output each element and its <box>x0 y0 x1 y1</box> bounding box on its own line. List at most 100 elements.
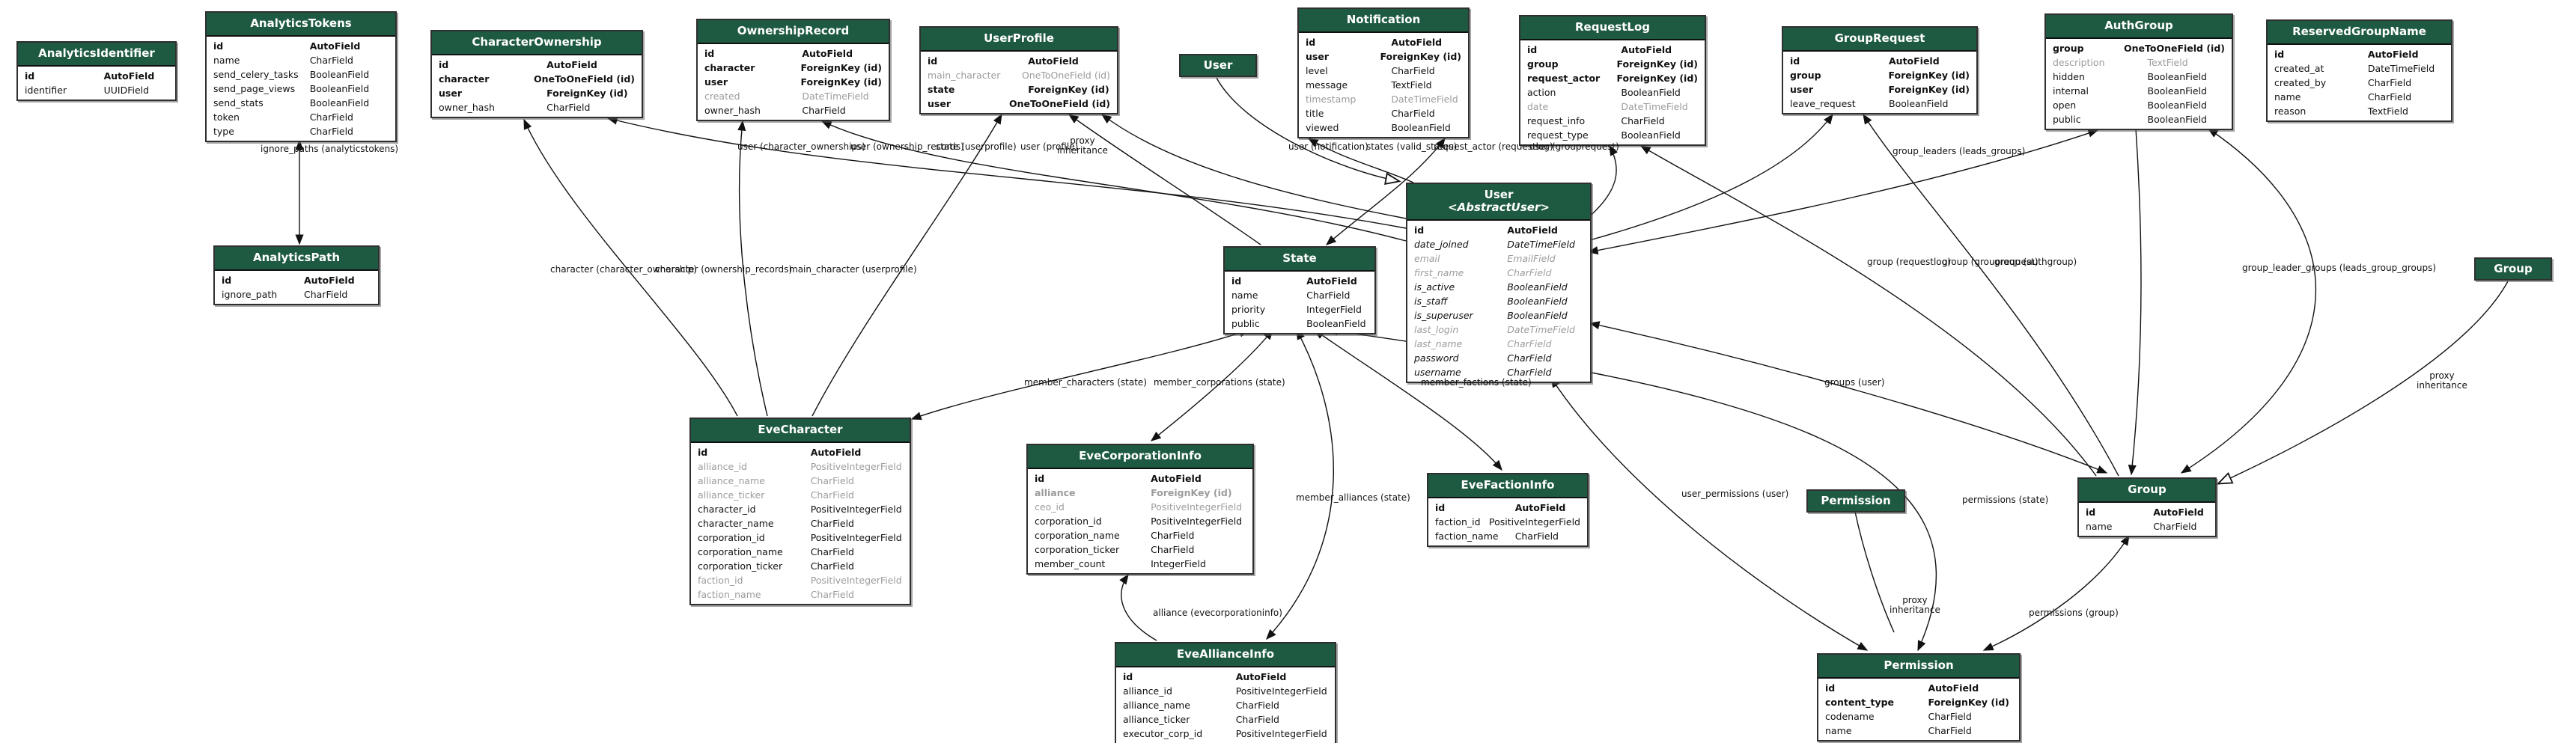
field-name: group <box>2053 43 2084 54</box>
field-name: user <box>439 88 462 99</box>
field-type: AutoField <box>2153 507 2204 518</box>
field-name: request_type <box>1527 129 1589 141</box>
edge-group-leader-groups <box>2180 128 2317 474</box>
field-name: character_id <box>698 504 756 515</box>
field-name: id <box>1527 44 1538 55</box>
field-name: faction_id <box>1435 516 1481 528</box>
field-name: date_joined <box>1414 239 1469 250</box>
field-name: id <box>222 275 232 286</box>
field-type: ForeignKey (id) <box>1028 84 1109 95</box>
field-type: CharField <box>309 111 353 123</box>
edge-label-proxy-inheritance-group: proxy inheritance <box>2417 370 2467 391</box>
edge-group-leaders-leads-groups <box>1587 129 2099 255</box>
field-type: TextField <box>2147 57 2188 68</box>
field-type: ForeignKey (id) <box>800 62 883 73</box>
field-type: PositiveIntegerField <box>810 575 902 586</box>
edge-label-user-character-ownerships: user (character_ownerships) <box>737 141 865 152</box>
field-name: character <box>439 73 490 85</box>
field-name: timestamp <box>1306 94 1356 105</box>
table-title: AnalyticsIdentifier <box>18 43 175 67</box>
field-type: CharField <box>1151 530 1195 541</box>
table-title: Permission <box>1808 491 1904 511</box>
field-name: token <box>213 111 240 123</box>
field-type: ForeignKey (id) <box>1616 58 1699 70</box>
field-name: id <box>213 40 224 52</box>
field-name: user <box>1306 51 1329 62</box>
edge-character-ownership-records <box>737 120 768 417</box>
field-name: request_actor <box>1527 73 1601 84</box>
table-title: User <box>1181 55 1255 76</box>
field-type: BooleanField <box>1889 98 1949 109</box>
field-name: open <box>2053 100 2077 111</box>
edge-label-member-corporations: member_corporations (state) <box>1154 377 1285 388</box>
edge-character-character-ownership <box>523 118 738 417</box>
field-type: AutoField <box>802 48 853 59</box>
field-name: alliance_name <box>1123 700 1190 711</box>
field-type: CharField <box>802 105 846 116</box>
field-type: ForeignKey (id) <box>1380 51 1462 62</box>
field-name: alliance <box>1035 487 1076 498</box>
edge-label-proxy-inheritance-permission: proxy inheritance <box>1890 595 1940 615</box>
field-name: alliance_id <box>1123 685 1172 697</box>
field-type: AutoField <box>546 59 597 70</box>
field-name: password <box>1414 352 1459 364</box>
field-type: CharField <box>1621 115 1665 126</box>
field-type: BooleanField <box>1507 281 1568 293</box>
field-name: public <box>1231 318 1260 329</box>
edge-label-group-leaders: group_leaders (leads_groups) <box>1893 146 2026 156</box>
field-name: name <box>2274 91 2301 103</box>
field-type: CharField <box>810 560 854 572</box>
field-name: corporation_ticker <box>1035 544 1120 555</box>
field-row: group ForeignKey (id) <box>1520 57 1705 71</box>
field-type: CharField <box>1507 338 1552 349</box>
field-type: AutoField <box>1028 55 1079 67</box>
edge-user-character-ownerships <box>606 116 1407 229</box>
field-type: AutoField <box>1507 224 1558 236</box>
field-type: IntegerField <box>1151 558 1206 569</box>
edge-label-request-actor-requestlog: request_actor (requestlog) <box>1434 141 1553 152</box>
field-name: send_celery_tasks <box>213 69 299 80</box>
field-type: DateTimeField <box>1507 324 1575 335</box>
field-name: id <box>1435 502 1446 513</box>
field-type: AutoField <box>103 70 155 82</box>
field-name: group <box>1527 58 1559 70</box>
edge-label-group-requestlog: group (requestlog) <box>1867 257 1951 267</box>
edge-label-user-permissions: user_permissions (user) <box>1681 489 1789 499</box>
field-type: TextField <box>2367 106 2408 117</box>
field-name: id <box>1231 275 1242 287</box>
field-type: CharField <box>1928 711 1972 722</box>
